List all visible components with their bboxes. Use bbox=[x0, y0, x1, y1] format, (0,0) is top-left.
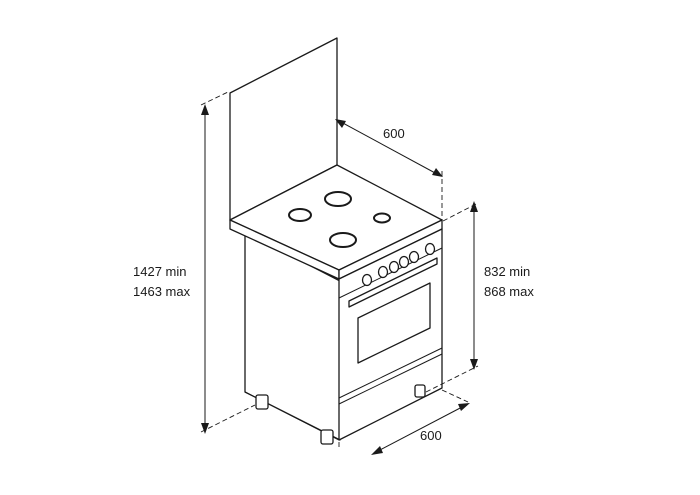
knob-5-icon bbox=[408, 250, 420, 264]
depth-arrow-right-icon bbox=[432, 168, 443, 177]
total-height-arrow-bottom-icon bbox=[201, 423, 209, 434]
total-height-ext-top bbox=[200, 91, 229, 106]
total-height-ext-bottom bbox=[200, 404, 256, 433]
knob-3-icon bbox=[388, 260, 400, 274]
width-arrow-right-icon bbox=[458, 403, 470, 411]
burner-front-large-icon bbox=[329, 232, 357, 248]
foot-right-icon bbox=[414, 384, 426, 398]
hob-height-max-label: 868 max bbox=[484, 284, 534, 299]
total-height-arrow-top-icon bbox=[201, 104, 209, 115]
hob-height-ext-top bbox=[442, 202, 479, 222]
depth-dimension: 600 bbox=[335, 117, 443, 220]
control-knobs bbox=[361, 242, 436, 287]
burner-right-small-icon bbox=[373, 212, 391, 224]
hob-height-arrow-top-icon bbox=[470, 201, 478, 212]
drawer-inner-line bbox=[338, 353, 443, 405]
hob-height-ext-bottom bbox=[425, 365, 479, 393]
drawer-top-line bbox=[338, 347, 443, 399]
oven-window bbox=[357, 282, 431, 364]
foot-left-icon bbox=[255, 394, 269, 410]
knob-1-icon bbox=[361, 273, 373, 287]
width-arrow-left-icon bbox=[371, 446, 383, 455]
feet bbox=[255, 384, 426, 445]
burner-back-left-icon bbox=[324, 191, 352, 207]
knob-2-icon bbox=[377, 265, 389, 279]
knob-6-icon bbox=[424, 242, 436, 256]
width-line bbox=[377, 405, 465, 452]
depth-label: 600 bbox=[383, 126, 405, 141]
hob-height-min-label: 832 min bbox=[484, 264, 530, 279]
oven-handle bbox=[348, 257, 438, 308]
total-height-max-label: 1463 max bbox=[133, 284, 191, 299]
width-ext-right bbox=[441, 389, 469, 403]
burner-front-left-icon bbox=[288, 208, 312, 222]
width-label: 600 bbox=[420, 428, 442, 443]
width-dimension: 600 bbox=[338, 389, 470, 455]
depth-line bbox=[340, 121, 438, 175]
control-strip-line bbox=[338, 247, 443, 299]
total-height-dimension: 1427 min 1463 max bbox=[133, 91, 256, 434]
hob-height-arrow-bottom-icon bbox=[470, 359, 478, 370]
knob-4-icon bbox=[398, 255, 410, 269]
total-height-min-label: 1427 min bbox=[133, 264, 186, 279]
burners bbox=[288, 191, 391, 248]
depth-arrow-left-icon bbox=[335, 119, 346, 128]
foot-front-icon bbox=[320, 429, 334, 445]
hob-height-dimension: 832 min 868 max bbox=[425, 201, 534, 393]
